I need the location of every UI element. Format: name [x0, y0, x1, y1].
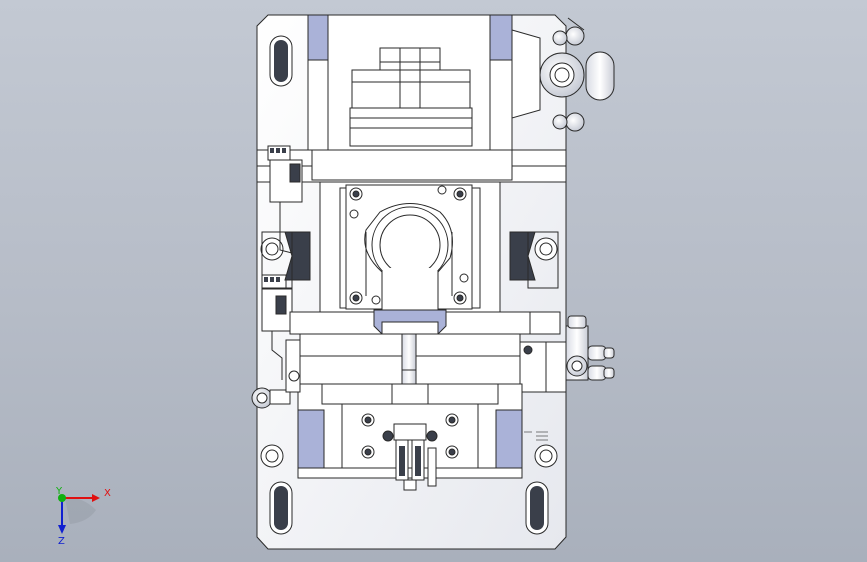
air-fitting-top	[565, 26, 585, 46]
gripper	[393, 423, 437, 491]
grid-marks	[524, 431, 548, 441]
side-air-fitting	[565, 315, 615, 381]
lower-slide-block	[297, 383, 523, 479]
axis-triad[interactable]: X Y Z	[55, 486, 111, 547]
air-fitting-bottom	[565, 112, 585, 132]
motor-housing	[319, 181, 501, 313]
z-axis-label: Z	[58, 536, 65, 547]
valve-block	[379, 47, 441, 71]
horizontal-rail	[256, 149, 567, 183]
y-axis-label: Y	[55, 486, 63, 497]
cylinder-fitting	[585, 51, 615, 101]
eyelet-bracket	[251, 339, 301, 409]
slide-plate	[289, 309, 567, 393]
y-axis-dot	[58, 494, 66, 502]
valve-manifold	[351, 69, 471, 109]
x-axis-label: X	[104, 488, 111, 499]
guide-slots	[261, 231, 559, 289]
top-cylinder-assembly	[307, 14, 615, 151]
